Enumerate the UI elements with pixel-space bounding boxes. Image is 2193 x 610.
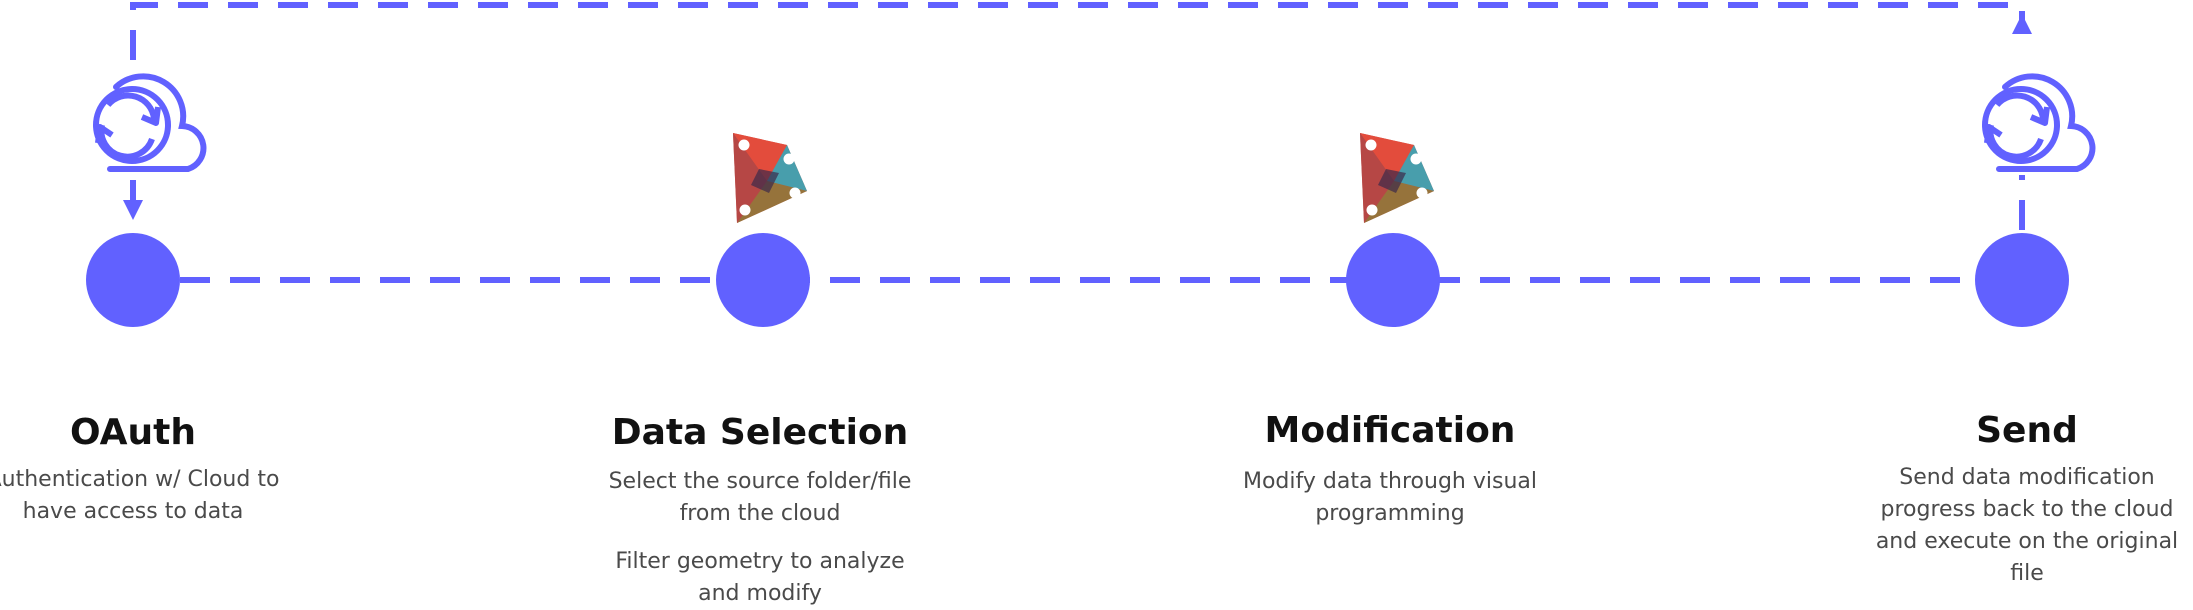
return-path-line xyxy=(130,2,2025,60)
step-title-data-selection: Data Selection xyxy=(611,412,909,453)
dynamo-logo-icon xyxy=(1360,133,1434,223)
step-title-send: Send xyxy=(1976,410,2078,451)
cloud-sync-icon xyxy=(1985,76,2092,169)
step-description-data-selection: Select the source folder/file from the c… xyxy=(608,469,912,526)
up-arrow-icon xyxy=(2012,14,2032,34)
cloud-sync-icon xyxy=(96,76,203,169)
step-description-send: Send data modification progress back to … xyxy=(1875,465,2179,586)
step-node-modification xyxy=(1346,233,1440,327)
step-title-modification: Modification xyxy=(1264,410,1516,451)
step-node-send xyxy=(1975,233,2069,327)
step-node-data-selection xyxy=(716,233,810,327)
down-arrow-icon xyxy=(123,200,143,220)
dynamo-logo-icon xyxy=(733,133,807,223)
step-node-oauth xyxy=(86,233,180,327)
step-description-filter: Filter geometry to analyze and modify xyxy=(615,549,905,606)
step-description-oauth: Authentication w/ Cloud to have access t… xyxy=(0,467,280,524)
step-title-oauth: OAuth xyxy=(70,412,196,453)
step-description-modification: Modify data through visual programming xyxy=(1242,469,1537,526)
